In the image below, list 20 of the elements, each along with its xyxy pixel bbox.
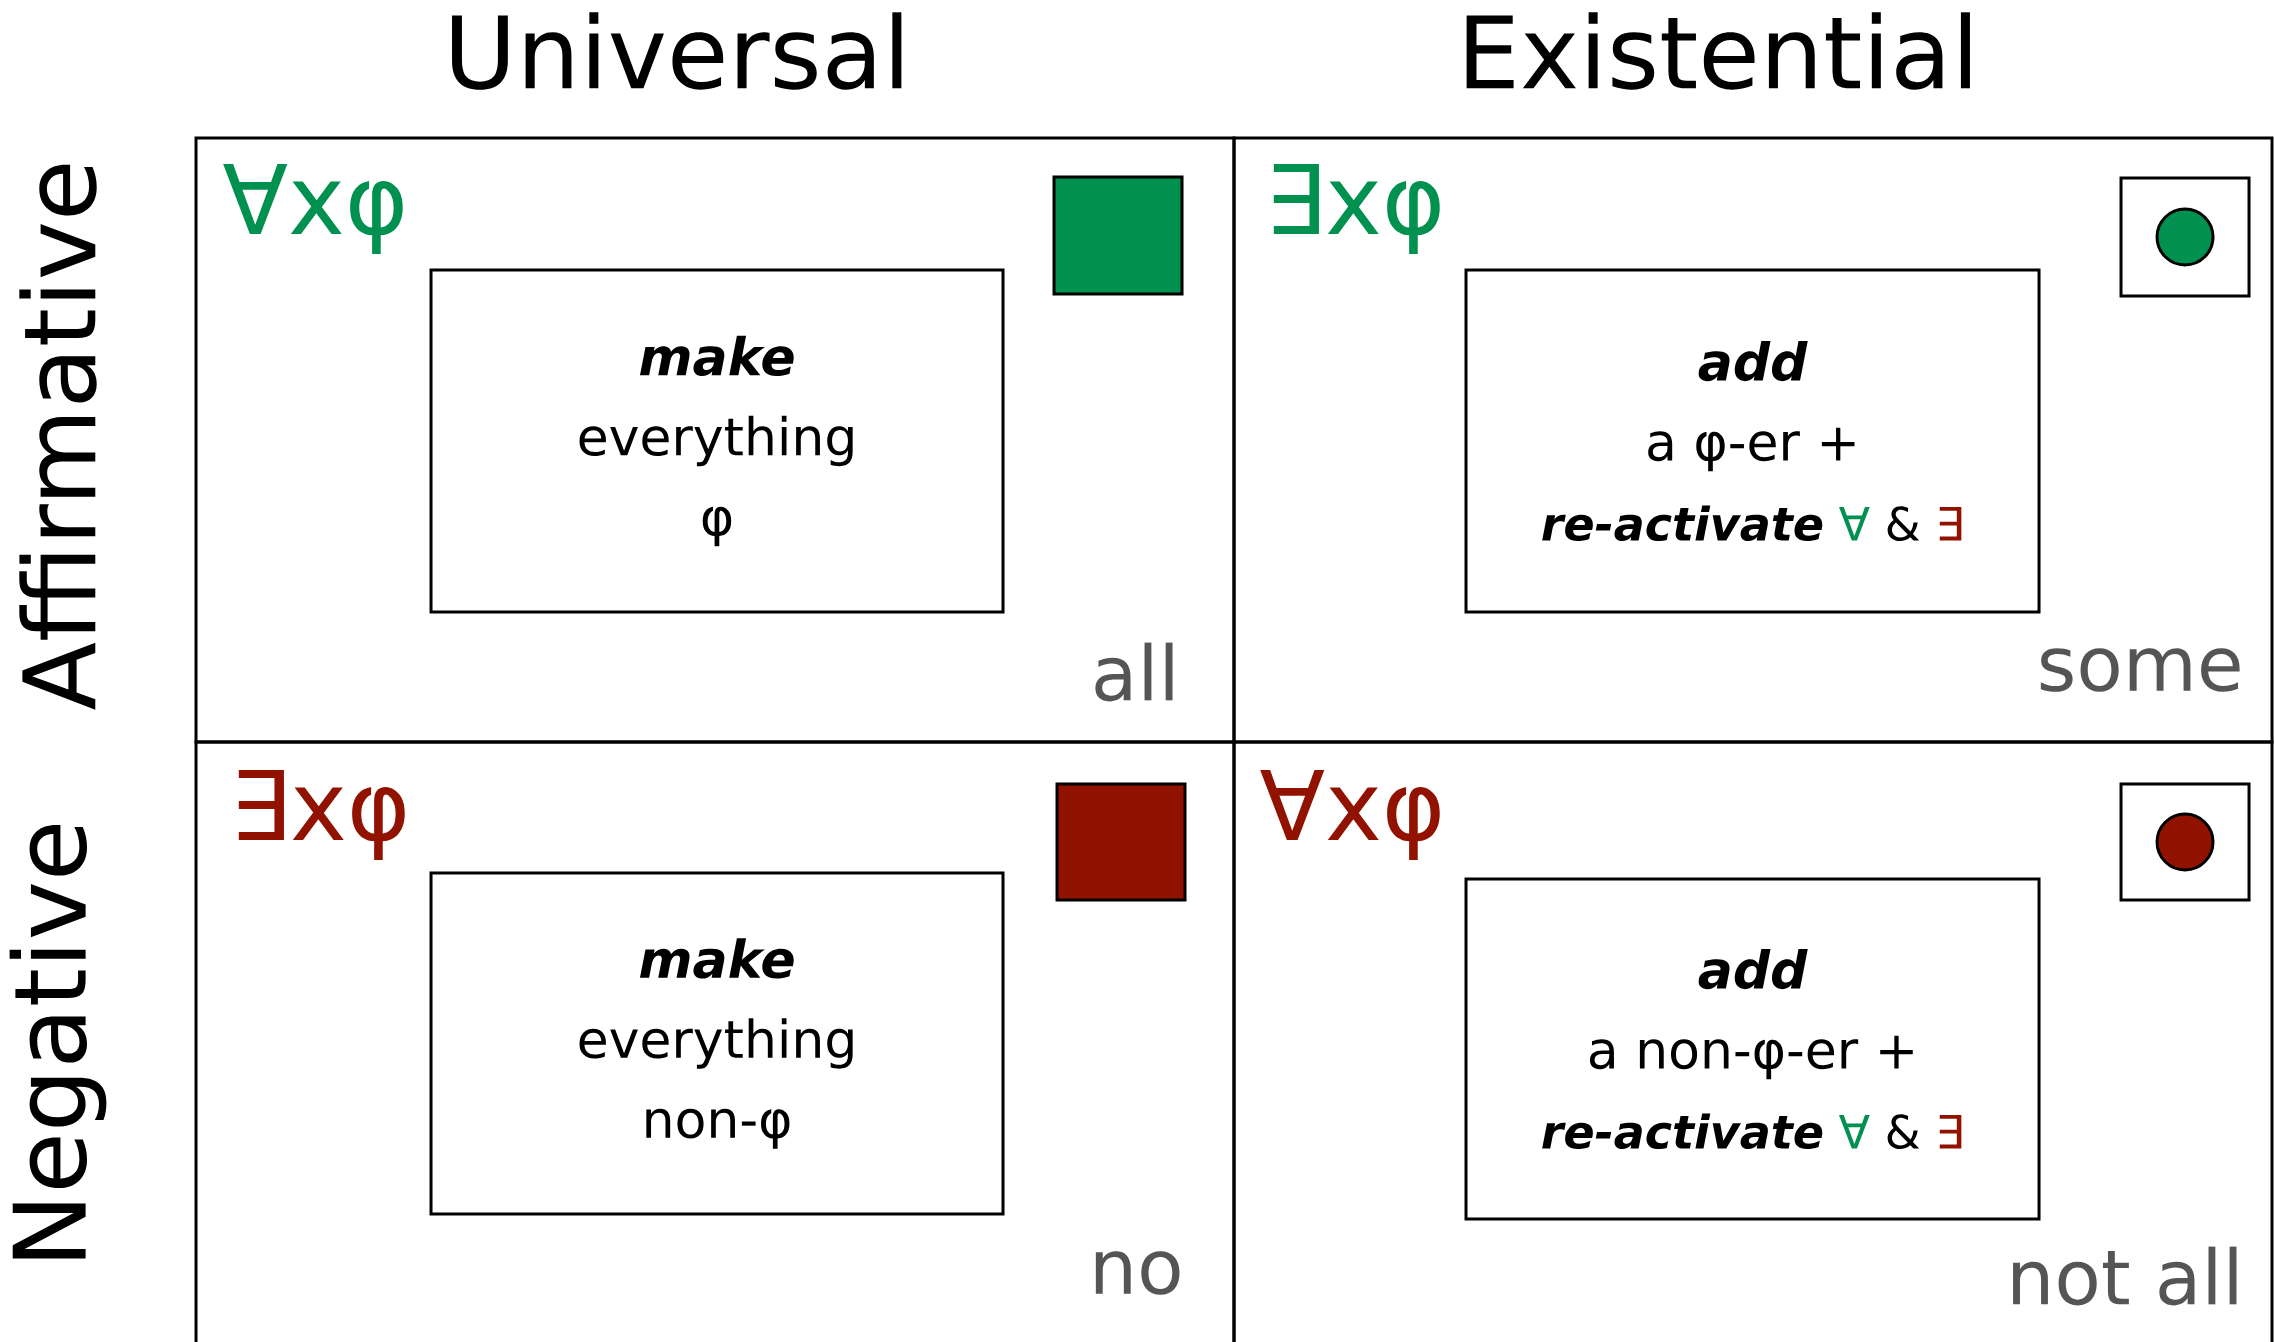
text-box: make everything non-φ — [429, 871, 1005, 1216]
filled-circle — [2155, 812, 2215, 872]
text-box: add a φ-er + re-activate ∀ & ∃ — [1464, 268, 2041, 614]
text-box: make everything φ — [429, 268, 1005, 614]
filled-circle — [2155, 207, 2215, 267]
row-header: Affirmative — [19, 164, 97, 710]
quantifier-word: not all — [2013, 1246, 2237, 1306]
column-header: Existential — [1466, 12, 1970, 90]
formula-label: ∀xφ — [1260, 770, 1440, 860]
column-header: Universal — [452, 12, 902, 90]
filled-square — [1055, 782, 1187, 902]
quantifier-word: all — [1095, 642, 1173, 702]
quantifier-word: no — [1095, 1251, 1180, 1295]
formula-label: ∃xφ — [1273, 164, 1440, 254]
formula-label: ∃xφ — [238, 770, 405, 860]
quantifier-word: some — [2040, 648, 2240, 692]
text-box: add a non-φ-er + re-activate ∀ & ∃ — [1464, 877, 2041, 1221]
filled-square — [1052, 175, 1184, 296]
formula-label: ∀xφ — [223, 164, 403, 254]
row-header: Negative — [9, 824, 107, 1259]
